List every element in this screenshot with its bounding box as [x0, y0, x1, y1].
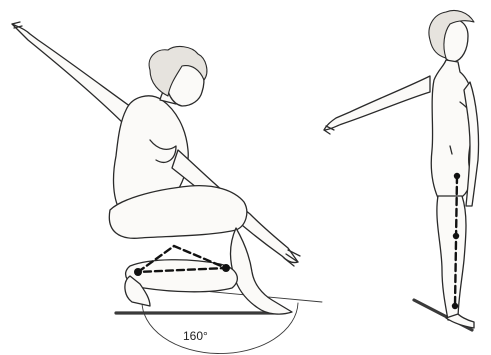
knee-joint-marker [222, 264, 230, 272]
raised-arm [12, 24, 138, 126]
hip-marker [454, 173, 460, 179]
ankle-marker [452, 303, 458, 309]
standing-legs [437, 196, 466, 320]
crouching-figure: 160° [12, 22, 322, 354]
standing-figure [324, 10, 479, 330]
knee-marker [453, 233, 459, 239]
extended-arm [324, 76, 430, 130]
standing-foot [446, 314, 474, 328]
angle-label: 160° [183, 329, 208, 343]
hip-joint-marker [134, 268, 142, 276]
